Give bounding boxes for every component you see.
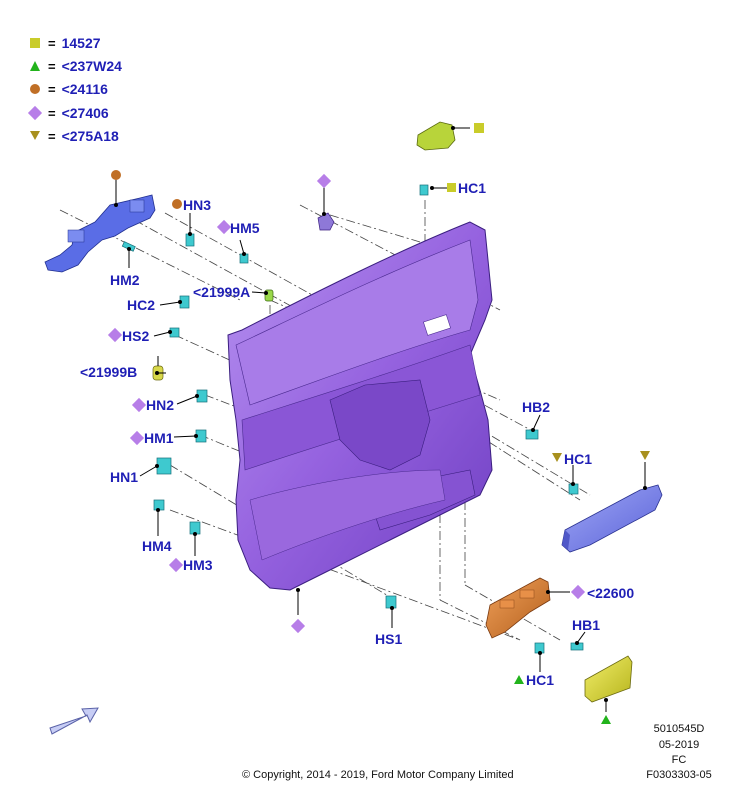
callout-leaders (115, 127, 646, 712)
triangle-up-icon (514, 675, 524, 684)
legend-item-14527: = 14527 (48, 35, 101, 51)
diamond-icon (107, 327, 123, 343)
triangle-down-icon (30, 131, 40, 140)
diamond-icon (216, 219, 232, 235)
callout-22600: <22600 (587, 585, 635, 601)
top-insulator (416, 121, 456, 151)
diamond-icon (168, 557, 184, 573)
legend-label: <275A18 (61, 128, 119, 144)
figure-number: F0303303-05 (646, 769, 712, 781)
sound-pad (584, 655, 633, 703)
armrest-bar (561, 484, 663, 553)
callout-hn1: HN1 (110, 469, 139, 485)
clip-hs1 (385, 595, 397, 609)
upper-mounting-bracket (44, 194, 156, 273)
drawing-region: FC (671, 754, 687, 766)
legend-label: <237W24 (61, 58, 122, 74)
clip-hc1-top (419, 184, 429, 196)
callout-hm4: HM4 (142, 538, 172, 554)
diamond-icon (290, 618, 306, 634)
handle-bezel (485, 577, 551, 639)
callout-hm2: HM2 (110, 272, 140, 288)
legend-label: 14527 (61, 35, 101, 51)
callout-hc1-right: HC1 (564, 451, 593, 467)
callout-hm1: HM1 (144, 430, 174, 446)
callout-symbols (107, 123, 650, 724)
diamond-icon (131, 397, 147, 413)
triangle-down-icon (552, 453, 562, 462)
circle-icon (172, 199, 182, 209)
callout-hn3: HN3 (183, 197, 212, 213)
triangle-down-icon (640, 451, 650, 460)
callout-hs2: HS2 (122, 328, 150, 344)
callout-hb1: HB1 (572, 617, 601, 633)
clip-hn1 (156, 457, 172, 475)
callout-hs1: HS1 (375, 631, 403, 647)
callout-hc1-bottom: HC1 (526, 672, 555, 688)
legend-item-275a18: = <275A18 (48, 128, 119, 144)
callout-hn2: HN2 (146, 397, 175, 413)
legend-item-24116: = <24116 (48, 81, 108, 97)
callout-21999b: <21999B (80, 364, 138, 380)
copyright-text: © Copyright, 2014 - 2019, Ford Motor Com… (242, 769, 514, 781)
circle-icon (30, 84, 40, 94)
legend-label: <27406 (61, 105, 109, 121)
legend-label: <24116 (61, 81, 108, 97)
callout-hm5: HM5 (230, 220, 260, 236)
triangle-up-icon (30, 61, 40, 71)
callout-hb2: HB2 (522, 399, 551, 415)
diamond-icon (129, 430, 145, 446)
door-trim-panel (227, 221, 493, 591)
legend-item-237w24: = <237W24 (48, 58, 122, 74)
callout-hc2: HC2 (127, 297, 156, 313)
square-icon (30, 38, 40, 48)
orientation-arrow-icon (49, 707, 99, 735)
legend-item-27406: = <27406 (48, 105, 109, 121)
fastener-clips (121, 184, 584, 654)
diamond-icon (316, 173, 332, 189)
diamond-icon (570, 584, 586, 600)
triangle-up-icon (601, 715, 611, 724)
square-icon (447, 183, 456, 192)
leader-dots (114, 126, 647, 702)
callout-hc1-top: HC1 (458, 180, 487, 196)
circle-icon (111, 170, 121, 180)
callout-21999a: <21999A (193, 284, 251, 300)
drawing-date: 05-2019 (658, 739, 700, 751)
plug-27406-top (317, 212, 335, 231)
drawing-code: 5010545D (653, 723, 705, 735)
square-icon (474, 123, 484, 133)
callout-hm3: HM3 (183, 557, 213, 573)
